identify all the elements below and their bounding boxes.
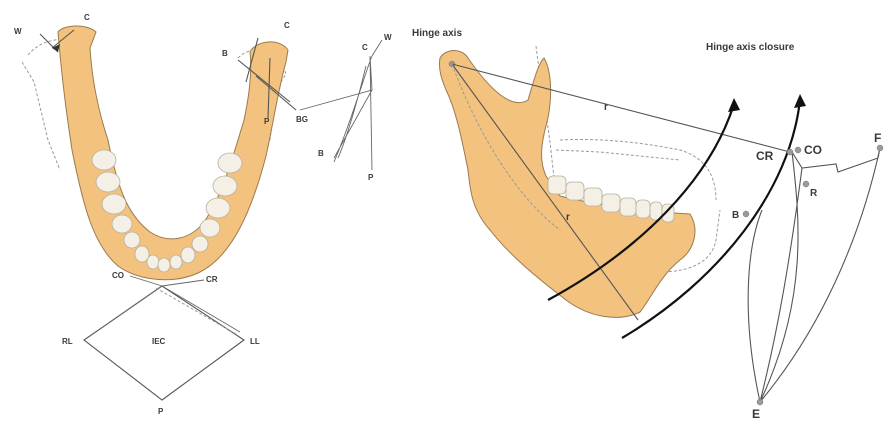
gothic-arch-diamond: CO CR RL IEC LL P <box>62 271 260 416</box>
label-hinge-axis-closure: Hinge axis closure <box>706 42 795 53</box>
point-cr <box>787 149 793 155</box>
point-r <box>803 181 809 187</box>
point-b <box>743 211 749 217</box>
label-c-left: C <box>84 13 90 22</box>
co-cr-lines <box>90 276 240 336</box>
mandible-body <box>58 26 288 280</box>
occlusal-mandible: W C B C P BG <box>14 13 308 280</box>
label-cr-small: CR <box>206 275 218 284</box>
label-r-upper: r <box>604 102 608 113</box>
point-f <box>877 145 883 151</box>
label-b-point: B <box>732 210 739 221</box>
label-rl: RL <box>62 337 73 346</box>
label-iec: IEC <box>152 337 166 346</box>
label-c-right: C <box>284 21 290 30</box>
label-cr: CR <box>756 149 774 163</box>
point-co <box>795 147 801 153</box>
label-b-right: B <box>222 49 228 58</box>
lateral-mandible: r r Hinge axis <box>412 28 806 338</box>
label-w-tracing: W <box>384 33 392 42</box>
label-r-lower: r <box>566 212 570 223</box>
label-p-right: P <box>264 117 270 126</box>
envelope-outline <box>748 148 880 402</box>
tracing-lines <box>300 40 382 170</box>
label-ll: LL <box>250 337 260 346</box>
label-r-point: R <box>810 188 818 199</box>
label-e-point: E <box>752 407 760 421</box>
closure-arc-inner-arrowhead <box>728 98 740 112</box>
condylar-tracing: C W B P <box>300 33 392 182</box>
point-e <box>757 399 763 405</box>
envelope-of-motion: CR CO F R B E Hinge axis closure <box>706 42 883 421</box>
label-p-bottom: P <box>158 407 164 416</box>
closure-arc-outer-arrowhead <box>794 94 806 108</box>
label-p-tracing: P <box>368 173 374 182</box>
label-hinge-axis: Hinge axis <box>412 28 462 39</box>
label-co-small: CO <box>112 271 124 280</box>
label-c-tracing: C <box>362 43 368 52</box>
label-w-left: W <box>14 27 22 36</box>
label-f: F <box>874 131 881 145</box>
label-b-tracing: B <box>318 149 324 158</box>
label-co: CO <box>804 143 822 157</box>
label-bg: BG <box>296 115 308 124</box>
